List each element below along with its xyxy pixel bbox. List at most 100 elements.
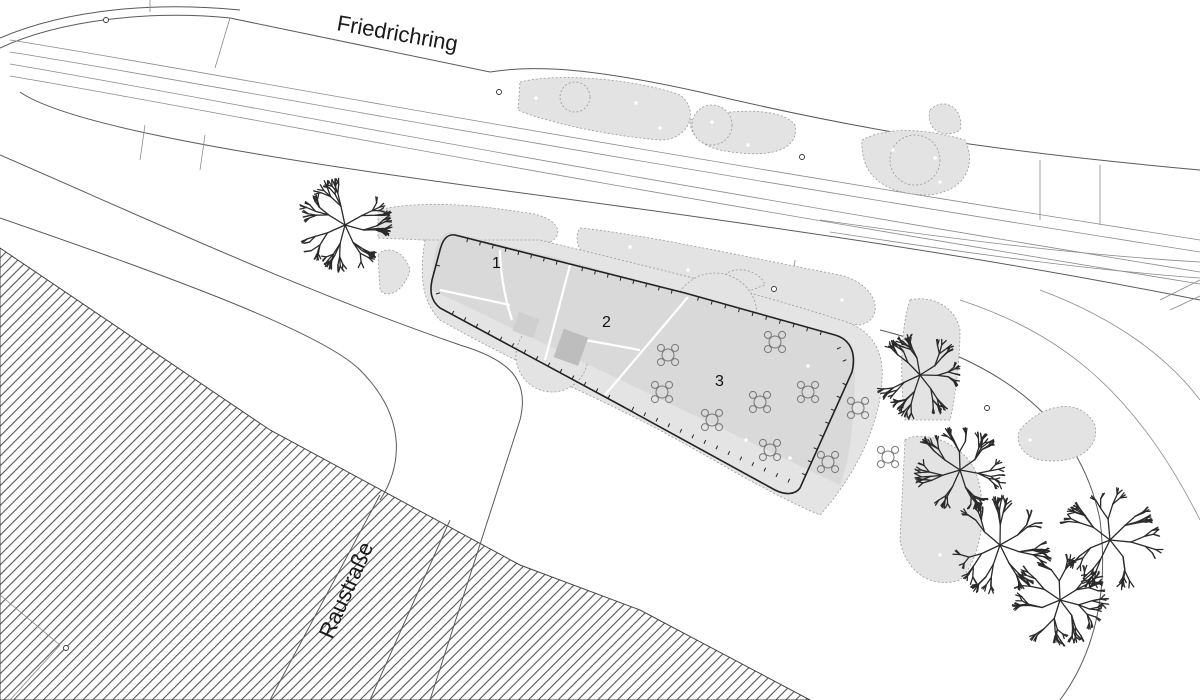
fence-tick [697,296,700,301]
light-dot [891,148,895,152]
fenced-area [432,232,855,485]
tree-icon [1011,553,1110,647]
fence-tick [435,264,440,267]
lamp-post-icon [799,154,805,160]
fence-tick [836,395,841,399]
fence-tick [679,428,683,433]
light-dot [746,143,750,147]
fence-tick [583,381,587,386]
light-dot [658,126,662,130]
fence-tick [542,257,545,262]
fence-tick [703,439,707,444]
building-block [0,247,811,700]
fence-tick [763,467,767,472]
fence-tick [739,456,743,461]
fence-tick [792,323,795,328]
lamp-post-icon [496,89,502,95]
fence-tick [645,283,648,288]
table-with-chairs-icon [816,450,840,474]
fence-tick [463,317,467,322]
light-dot [840,298,844,302]
fence-tick [715,445,719,450]
fence-tick [547,362,551,367]
fence-tick [606,273,609,278]
tree-icon [876,333,961,420]
tree-icon [299,177,393,273]
table-with-chairs-icon [748,390,772,414]
green-areas [377,77,1097,583]
fence-line [430,234,855,495]
lamp-post-icon [984,405,990,411]
table-with-chairs-icon [700,408,724,432]
light-dot [933,156,937,160]
fence-tick [751,311,754,317]
light-dot [686,268,690,272]
fence-tick [801,473,806,476]
fence-tick [581,267,584,272]
fence-tick [631,406,635,411]
internal-paths [439,249,689,396]
fence-tick [435,292,440,295]
friedrichring-top-edge [0,14,1200,171]
light-dot [933,268,937,272]
fence-tick [836,346,841,350]
fence-tick [504,247,507,252]
fence-tick [778,319,781,324]
fence-tick [530,254,533,259]
fence-tick [807,460,812,463]
table-with-chairs-icon [846,396,870,420]
light-dot [938,553,942,557]
fence-tick [632,279,635,285]
fence-tick [830,408,835,412]
lamp-post-icon [771,286,777,292]
table-with-chairs-icon [650,380,674,404]
fence-tick [842,359,847,362]
tree-icon [952,494,1052,595]
fence-tick [737,308,741,313]
fence-tick [619,276,622,281]
site-sidewalk-edge [0,154,523,700]
site-sidewalk-edge-2 [0,217,397,501]
light-dot [1028,438,1032,442]
fence-tick [466,238,469,243]
tree-icon [1059,487,1164,591]
fence-tick [691,434,695,439]
fence-tick [595,388,599,393]
fence-tick [535,355,539,360]
table-with-chairs-icon [796,380,820,404]
fence-tick [819,434,824,437]
raustrasse-edge-left [269,494,381,700]
light-dot [744,438,748,442]
fence-tick [571,375,575,380]
zone-label-2: 2 [602,314,611,331]
fence-tick [499,336,503,341]
right-road-curve [879,329,1104,700]
fence-tick [517,250,520,256]
table-with-chairs-icon [763,330,787,354]
fence-tick [825,421,830,425]
fence-tick [806,327,809,332]
fence-tick [765,315,768,320]
table-with-chairs-icon [758,438,782,462]
table-with-chairs-icon [656,343,680,367]
light-dot [628,245,632,249]
fence-tick [511,343,515,348]
fence-tick [555,260,558,265]
trees-group [299,177,1164,647]
fence-tick [727,450,731,456]
fence-tick [451,310,455,315]
light-dot [710,120,714,124]
fence-tick [655,417,659,422]
fence-tick [487,330,491,335]
fence-tick [775,473,779,478]
fence-tick [724,304,727,309]
tree-icon [913,426,1007,510]
fence-tick [559,368,563,373]
fence-tick [475,323,479,328]
zone-label-1: 1 [492,255,501,272]
lot-line [0,594,61,700]
fence-tick [657,286,660,291]
fence-tick [594,270,597,275]
